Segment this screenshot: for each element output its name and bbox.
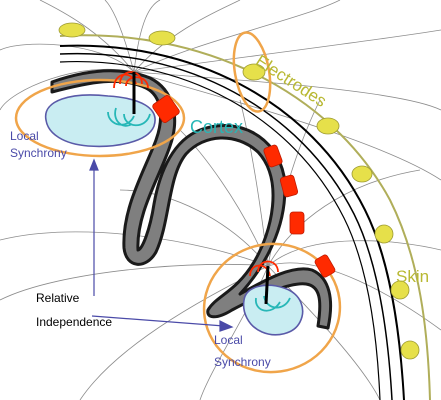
electrodes [58, 22, 420, 360]
field-line [104, 0, 135, 73]
skull-line-inner [59, 52, 393, 400]
arrow-head-up [89, 158, 99, 171]
relative-independence-line1: Relative [36, 291, 80, 305]
arrow-shaft-right [91, 315, 225, 327]
local-synchrony-top-line2: Synchrony [10, 146, 67, 160]
field-line [133, 29, 441, 73]
local-synchrony-top-line1: Local [10, 129, 39, 143]
electrode [316, 117, 340, 135]
field-line [0, 263, 269, 301]
arrow-head-right [219, 320, 234, 332]
field-line [133, 71, 441, 181]
dipole-loop-top-teal [107, 107, 151, 127]
electrode [400, 340, 420, 360]
local-synchrony-bottom-line1: Local [214, 333, 243, 347]
skin-line [59, 34, 431, 400]
electrode-highlight [232, 31, 272, 113]
electrode [390, 280, 410, 300]
field-line [133, 0, 241, 73]
field-line [39, 0, 135, 73]
field-line [267, 240, 441, 267]
source-block [279, 174, 299, 198]
local-synchrony-bottom-line2: Synchrony [214, 355, 271, 369]
relative-independence-line2: Independence [36, 315, 113, 329]
electrode [148, 30, 176, 46]
synchrony-region-bottom [242, 284, 304, 336]
synchrony-region-top [44, 94, 156, 148]
field-line [133, 71, 441, 111]
electrode [242, 63, 266, 81]
cortex-label: Cortex [190, 117, 244, 137]
source-block [314, 254, 336, 278]
electrode [351, 165, 373, 183]
field-line [0, 43, 135, 73]
field-line [133, 0, 161, 73]
source-block [152, 95, 180, 123]
dipole-line-bottom [264, 265, 270, 305]
electrode [374, 224, 394, 244]
head-layers [59, 34, 431, 400]
field-line [267, 169, 421, 267]
dipoles [107, 71, 291, 312]
local-synchrony-outline-bottom [202, 242, 342, 374]
electrode [58, 22, 86, 38]
skull-line-outer [59, 44, 405, 400]
source-block [263, 144, 283, 168]
local-synchrony-outline-top [14, 78, 186, 158]
brain-line [59, 60, 381, 400]
source-blocks [152, 95, 336, 278]
annotation-arrows [89, 158, 234, 332]
source-block [289, 211, 305, 235]
skin-label: Skin [396, 267, 430, 286]
